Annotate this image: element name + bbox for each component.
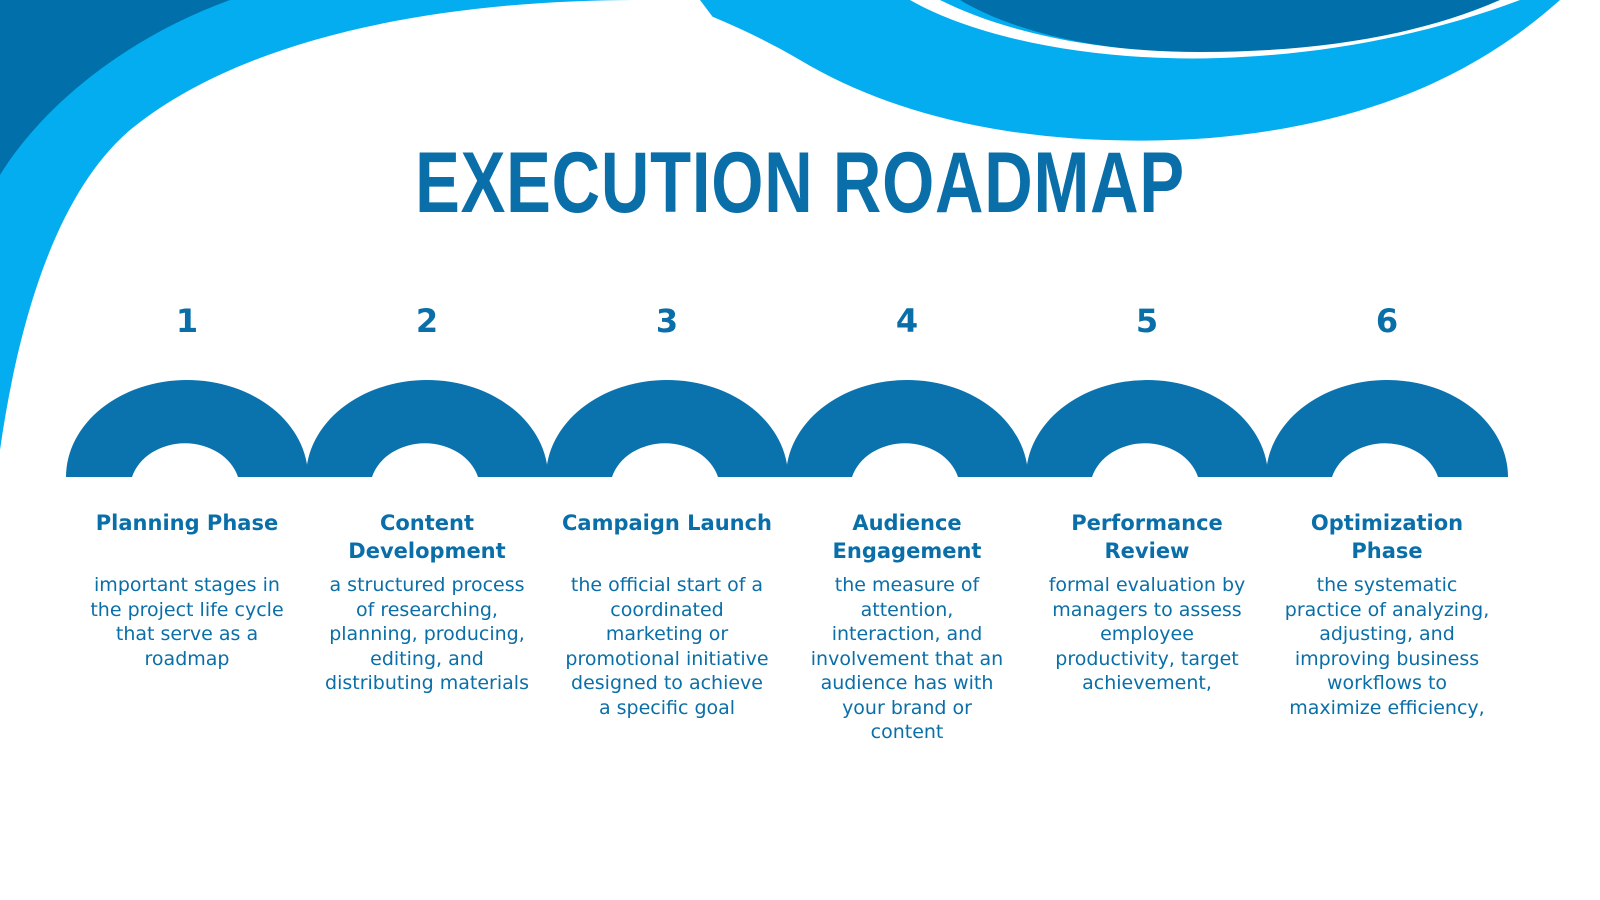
step-number: 3 — [655, 302, 679, 340]
step-label: Content Development — [348, 511, 506, 563]
wave-white-stripe — [910, 0, 1520, 59]
step-description: a structured process of researching, pla… — [325, 574, 529, 694]
wave-white-stripe-2 — [630, 0, 730, 40]
step-description: important stages in the project life cyc… — [90, 574, 284, 670]
step-label: Performance Review — [1071, 511, 1223, 563]
step-arch-icon — [546, 380, 788, 477]
step-description: the systematic practice of analyzing, ad… — [1284, 574, 1490, 719]
step-label: Audience Engagement — [832, 511, 982, 563]
step-arch-icon — [786, 380, 1028, 477]
page-title: EXECUTION ROADMAP — [415, 135, 1185, 231]
step-number: 2 — [415, 302, 439, 340]
step-label: Campaign Launch — [561, 511, 772, 535]
step-arch-icon — [66, 380, 308, 477]
step-number: 4 — [895, 302, 919, 340]
step-arch-icon — [306, 380, 548, 477]
step-description: the measure of attention, interaction, a… — [810, 574, 1004, 743]
step-label: Optimization Phase — [1310, 511, 1464, 563]
left-wave-dark — [0, 0, 230, 175]
step-number: 6 — [1375, 302, 1399, 340]
step-description: formal evaluation by managers to assess … — [1048, 574, 1246, 694]
step-number: 5 — [1135, 302, 1159, 340]
step-number: 1 — [175, 302, 199, 340]
step-description: the official start of a coordinated mark… — [565, 574, 769, 719]
step-arch-icon — [1266, 380, 1508, 477]
step-arch-icon — [1026, 380, 1268, 477]
top-wave-dark — [960, 0, 1500, 53]
step-label: Planning Phase — [95, 511, 279, 535]
